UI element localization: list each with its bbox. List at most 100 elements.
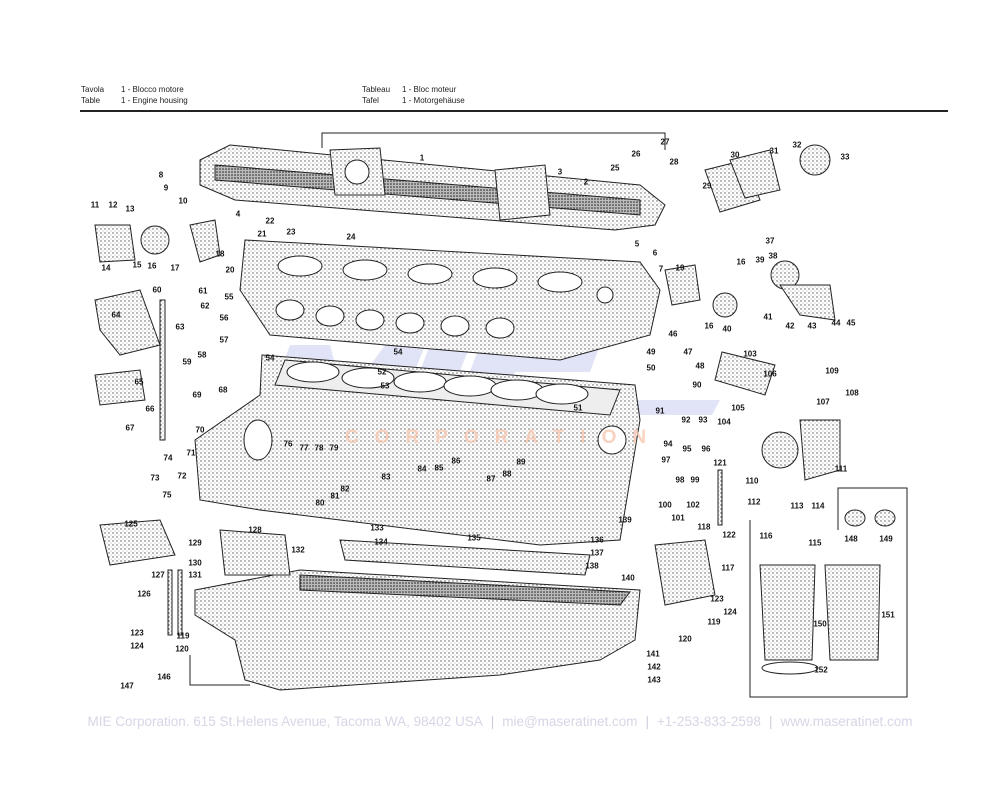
part-number-label: 120: [175, 644, 189, 654]
part-number-label: 38: [768, 251, 778, 261]
part-number-label: 69: [192, 390, 202, 400]
part-number-label: 110: [745, 476, 759, 486]
part-number-label: 48: [695, 361, 705, 371]
part-number-label: 149: [879, 534, 893, 544]
part-number-label: 37: [765, 236, 775, 246]
part-number-label: 8: [158, 170, 164, 180]
bracket-line: [189, 655, 250, 686]
part-number-label: 18: [215, 249, 225, 259]
part-number-label: 136: [590, 535, 604, 545]
part-number-label: 55: [224, 292, 234, 302]
part-number-label: 107: [816, 397, 830, 407]
part-number-label: 132: [291, 545, 305, 555]
part-number-label: 19: [675, 263, 685, 273]
engine-block: [194, 354, 641, 546]
part-number-label: 147: [120, 681, 134, 691]
part-number-label: 28: [669, 157, 679, 167]
part-number-label: 1: [419, 153, 425, 163]
part-number-label: 121: [713, 458, 727, 468]
part-number-label: 92: [681, 415, 691, 425]
part-number-label: 64: [111, 310, 121, 320]
part-number-label: 41: [763, 312, 773, 322]
part-number-label: 67: [125, 423, 135, 433]
part-number-label: 125: [124, 519, 138, 529]
part-number-label: 124: [723, 607, 737, 617]
part-number-label: 96: [701, 444, 711, 454]
part-number-label: 126: [137, 589, 151, 599]
part-number-label: 54: [393, 347, 403, 357]
part-number-label: 98: [675, 475, 685, 485]
header-value: 1 - Bloc moteur: [402, 85, 457, 94]
part-number-label: 52: [377, 367, 387, 377]
part-number-label: 148: [844, 534, 858, 544]
part-number-label: 140: [621, 573, 635, 583]
part-number-label: 104: [717, 417, 731, 427]
part-number-label: 49: [646, 347, 656, 357]
part-number-label: 23: [286, 227, 296, 237]
oil-sump: [194, 539, 641, 691]
header-value: 1 - Blocco motore: [121, 85, 184, 94]
divider: |: [645, 714, 649, 729]
part-number-label: 82: [340, 484, 350, 494]
part-number-label: 114: [811, 501, 825, 511]
part-number-label: 78: [314, 443, 324, 453]
part-number-label: 15: [132, 260, 142, 270]
header-divider: [80, 110, 948, 112]
part-number-label: 71: [186, 448, 196, 458]
part-number-label: 31: [769, 146, 779, 156]
part-number-label: 89: [516, 457, 526, 467]
header-key: Tafel: [362, 96, 379, 105]
part-number-label: 7: [658, 264, 664, 274]
footer: MIE Corporation. 615 St.Helens Avenue, T…: [0, 714, 1000, 729]
part-number-label: 6: [652, 248, 658, 258]
part-number-label: 51: [573, 403, 583, 413]
part-number-label: 4: [235, 209, 241, 219]
part-number-label: 74: [163, 453, 173, 463]
part-number-label: 53: [380, 381, 390, 391]
part-number-label: 99: [690, 475, 700, 485]
part-number-label: 94: [663, 439, 673, 449]
part-number-label: 124: [130, 641, 144, 651]
part-number-label: 151: [881, 610, 895, 620]
part-number-label: 83: [381, 472, 391, 482]
part-number-label: 84: [417, 464, 427, 474]
part-number-label: 66: [145, 404, 155, 414]
divider: |: [768, 714, 773, 729]
part-number-label: 105: [731, 403, 745, 413]
header-key: Tableau: [362, 85, 391, 94]
part-number-label: 128: [248, 525, 262, 535]
part-number-label: 91: [655, 406, 665, 416]
part-number-label: 143: [647, 675, 661, 685]
part-number-label: 24: [346, 232, 356, 242]
part-number-label: 141: [646, 649, 660, 659]
part-number-label: 70: [195, 425, 205, 435]
part-number-label: 17: [170, 263, 180, 273]
part-number-label: 16: [147, 261, 157, 271]
part-number-label: 22: [265, 216, 275, 226]
footer-phone: +1-253-833-2598: [656, 714, 761, 729]
header-key: Table: [81, 96, 101, 105]
part-number-label: 123: [710, 594, 724, 604]
part-number-label: 42: [785, 321, 795, 331]
part-number-label: 9: [163, 183, 169, 193]
part-number-label: 10: [178, 196, 188, 206]
part-number-label: 30: [730, 150, 740, 160]
footer-email[interactable]: mie@maseratinet.com: [502, 714, 638, 729]
part-number-label: 13: [125, 204, 135, 214]
bracket-line: [321, 132, 666, 150]
part-number-label: 90: [692, 380, 702, 390]
part-number-label: 20: [225, 265, 235, 275]
footer-website[interactable]: www.maseratinet.com: [780, 714, 913, 729]
part-number-label: 56: [219, 313, 229, 323]
part-number-label: 120: [678, 634, 692, 644]
part-number-label: 119: [707, 617, 721, 627]
part-number-label: 150: [813, 619, 827, 629]
part-number-label: 127: [151, 570, 165, 580]
part-number-label: 29: [702, 181, 712, 191]
part-number-label: 50: [646, 363, 656, 373]
part-number-label: 80: [315, 498, 325, 508]
part-number-label: 142: [647, 662, 661, 672]
part-number-label: 122: [722, 530, 736, 540]
